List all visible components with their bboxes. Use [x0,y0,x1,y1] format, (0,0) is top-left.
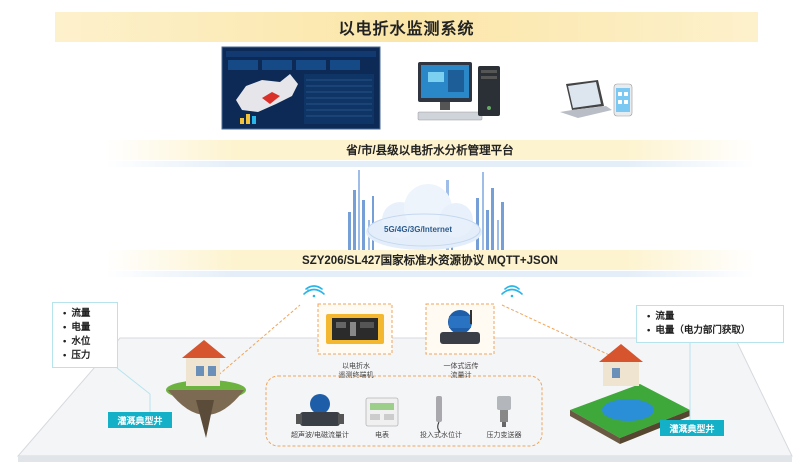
integrated-flow-meter-icon [440,310,480,344]
water-level-sensor-icon [436,396,442,433]
pressure-transmitter-icon [497,396,511,427]
meter-caption: 一体式远传 流量计 [434,362,488,380]
list-item: 流量 [63,307,107,321]
right-well-house-icon [570,344,690,444]
page-title: 以电折水监测系统 [338,21,475,38]
ground-platform [16,337,793,457]
wifi-icon [501,285,523,298]
rtu-caption: 以电折水 遥测终端机 [330,362,382,380]
desktop-computer-icon [417,62,500,121]
dashboard-screen-icon [221,46,381,130]
platform-label: 省/市/县级以电折水分析管理平台 [346,145,514,157]
left-measurement-list: 流量 电量 水位 压力 [52,302,118,368]
list-item: 水位 [63,335,107,349]
list-item: 流量 [647,310,773,324]
left-well-house-icon [166,340,246,438]
list-item: 电量（电力部门获取） [647,324,773,338]
cloud-label: 5G/4G/3G/Internet [384,225,453,234]
title-banner: 以电折水监测系统 [55,12,758,42]
electric-meter-icon [365,397,399,427]
list-item: 电量 [63,321,107,335]
right-measurement-list: 流量 电量（电力部门获取） [636,305,784,343]
protocol-band: SZY206/SL427国家标准水资源协议 MQTT+JSON [105,250,755,270]
rtu-terminal-icon [326,314,384,344]
platform-divider [105,161,755,167]
cloud-icon [366,184,482,250]
sensor-caption-pressure: 压力变送器 [486,432,522,439]
sensor-caption-flowmeter: 超声波/电磁流量计 [291,432,349,439]
wifi-icon [303,285,325,298]
sensor-caption-meter: 电表 [375,432,389,439]
right-well-tag: 灌溉典型井 [660,420,724,436]
rtu-caption-line-2: 遥测终端机 [338,372,374,379]
platform-band: 省/市/县级以电折水分析管理平台 [105,140,755,160]
rtu-caption-line-1: 以电折水 [342,363,370,370]
laptop-phone-icon [560,80,633,118]
flowmeter-sensor-icon [296,394,344,426]
meter-caption-line-1: 一体式远传 [443,363,479,370]
list-item: 压力 [63,349,107,363]
meter-caption-line-2: 流量计 [450,372,472,379]
left-well-tag: 灌溉典型井 [108,412,172,428]
protocol-divider [105,271,755,277]
sensor-caption-level: 投入式水位计 [420,432,462,439]
protocol-label: SZY206/SL427国家标准水资源协议 MQTT+JSON [302,255,558,267]
